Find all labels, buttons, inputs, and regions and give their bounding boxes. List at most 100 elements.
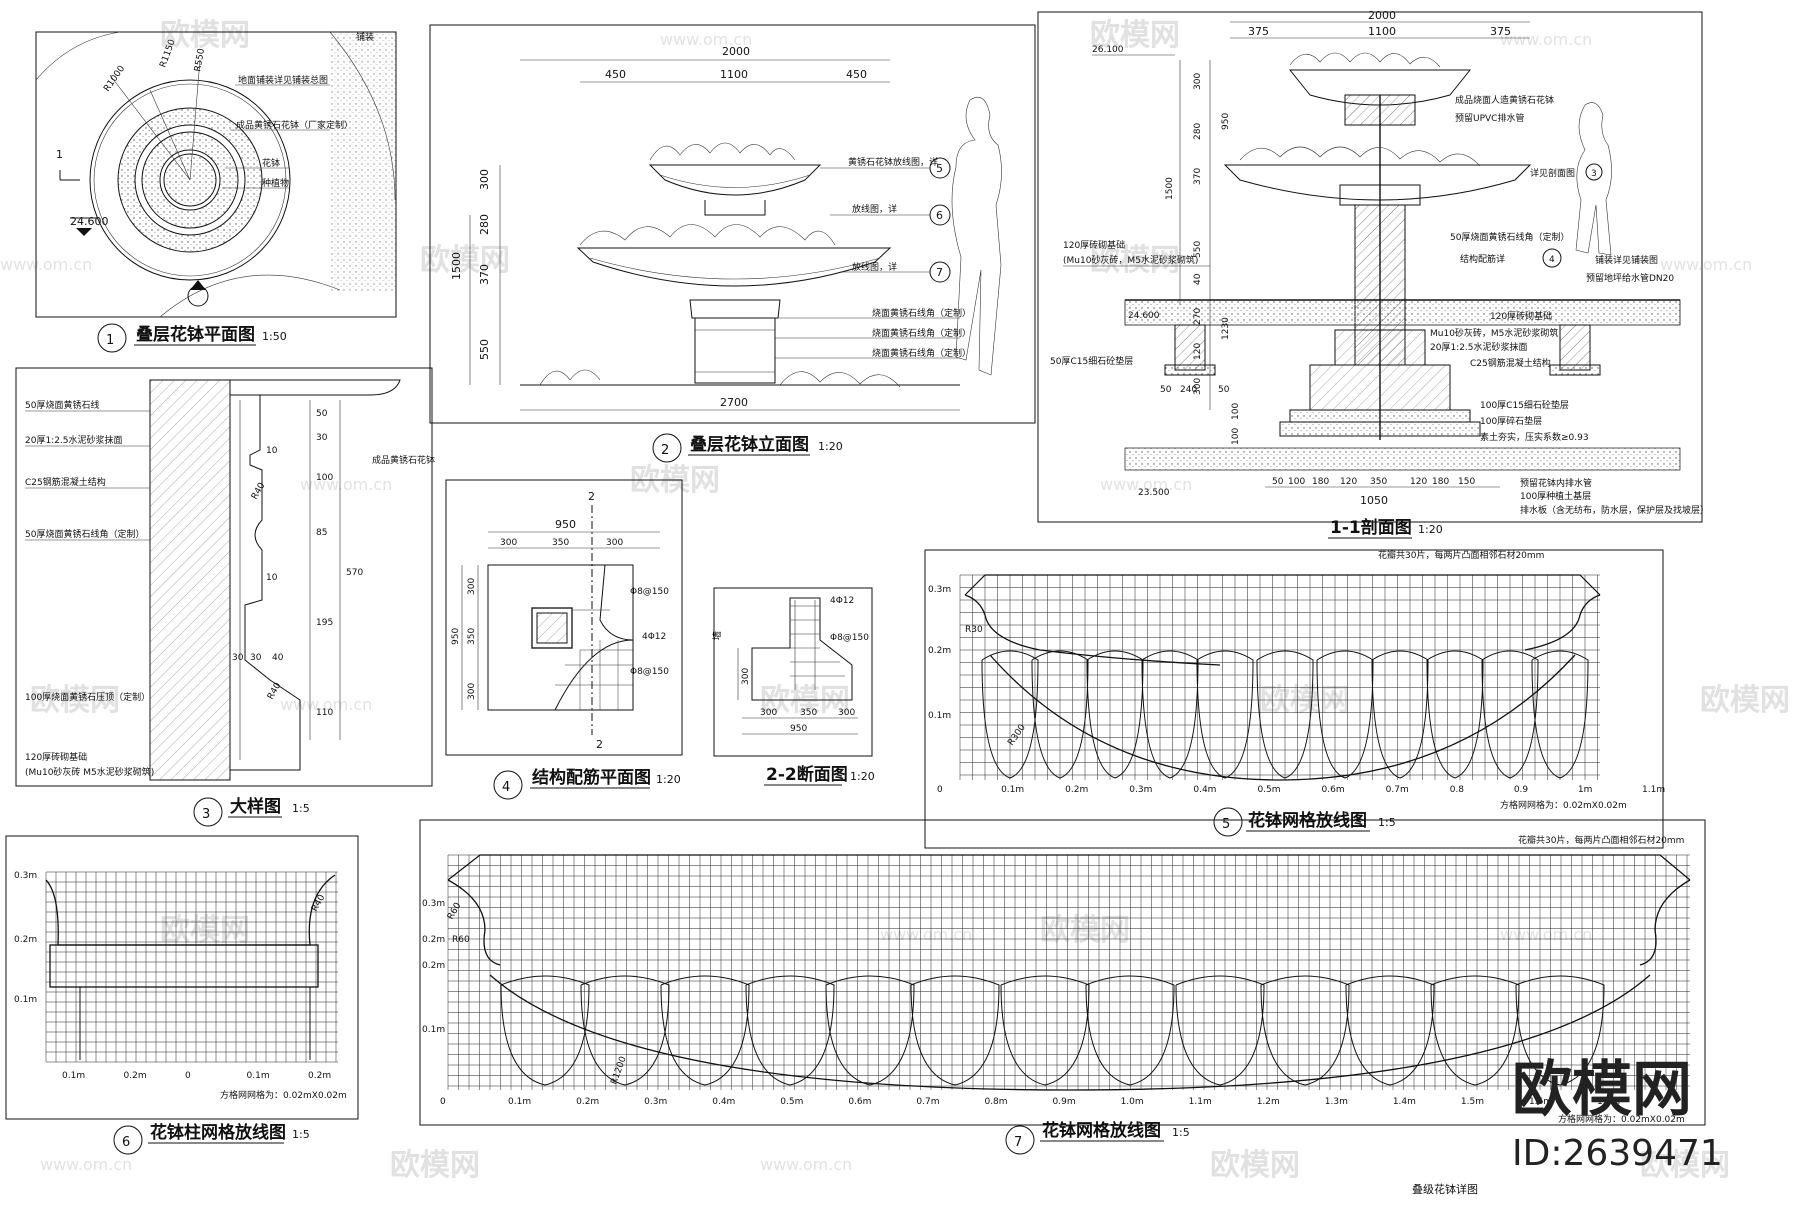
sec-dim-v4: 550 [1193, 241, 1203, 258]
watermark-text: 欧模网 [160, 913, 250, 948]
grid7-xtick: 1.6m [1529, 1097, 1552, 1107]
detail-d12: 40 [272, 653, 284, 663]
elev-dim-v2: 280 [478, 214, 491, 235]
watermark-text: 欧模网 [1090, 243, 1180, 278]
plan-section-mark: 1 [56, 148, 63, 161]
grid7-yticks: 0.3m0.2m0.2m0.1m [422, 899, 445, 1035]
sec-dim-w: 1050 [1360, 494, 1388, 507]
petal-shape [660, 975, 750, 1086]
watermark-url: www.om.cn [1100, 475, 1192, 494]
rebar-scale: 1:20 [656, 773, 681, 786]
grid7-xtick: 1.0m [1121, 1097, 1144, 1107]
grid5-scale: 1:5 [1378, 816, 1396, 829]
detail-number: 3 [202, 807, 210, 822]
grid5-ytick: 0.2m [928, 646, 951, 656]
sec22-d5: 950 [790, 724, 807, 734]
grid7-note: 花瓣共30片，每两片凸面相邻石材20mm [1518, 834, 1684, 846]
elev-note-6: 烧面黄锈石线角（定制） [872, 347, 971, 359]
rebar-label-2: 4Φ12 [642, 632, 666, 642]
sec-note-12: 20厚1:2.5水泥砂浆抹面 [1430, 341, 1528, 353]
elev-title: 叠层花钵立面图 [690, 434, 809, 455]
grid7-petals [500, 975, 1605, 1086]
sec-dim-a: 375 [1248, 25, 1269, 38]
sec22-d3: 350 [800, 708, 817, 718]
sec-dim-v3: 370 [1193, 168, 1203, 185]
elevation-frame [429, 24, 1036, 424]
elev-callout-5: 5 [936, 162, 943, 175]
rebar-dim-c: 300 [606, 538, 623, 548]
grid6-xtick: 0 [185, 1071, 191, 1081]
section-human-icon [1575, 102, 1612, 256]
grid6-number: 6 [122, 1135, 130, 1150]
grid7-xtick: 0.8m [984, 1097, 1007, 1107]
grid5-grid-note: 方格网网格为：0.02mX0.02m [1500, 799, 1627, 811]
sec-note-14: 50厚C15细石砼垫层 [1050, 355, 1133, 367]
grid5-xtick: 0.2m [1065, 785, 1088, 795]
grid5-xtick: 0.7m [1386, 785, 1409, 795]
rebar-title: 结构配筋平面图 [532, 767, 651, 788]
grid5-xtick: 1.1m [1642, 785, 1665, 795]
sec-note-1: 成品烧面人造黄锈石花钵 [1455, 94, 1554, 106]
grid7-xtick: 0.6m [848, 1097, 871, 1107]
grid5-xtick: 0.5m [1257, 785, 1280, 795]
sec-dim-top: 2000 [1368, 9, 1396, 22]
plan-number-circle [97, 323, 127, 353]
detail-scale: 1:5 [292, 802, 310, 815]
brand-id: ID:2639471 [1512, 1133, 1723, 1174]
rebar-sec-bottom: 2 [596, 738, 603, 751]
plan-paving-fill [330, 32, 396, 292]
rebar-number: 4 [502, 780, 510, 795]
detail-label-8: 成品黄锈石花钵 [372, 454, 435, 466]
sec-dim-v7: 40 [1193, 273, 1203, 285]
panel-rebar-plan: 950 300 350 300 2 2 950 300 350 300 Φ8@1… [445, 479, 683, 800]
grid6-frame [5, 835, 359, 1120]
grid6-ytick: 0.2m [14, 935, 37, 945]
elev-note-5: 烧面黄锈石线角（定制） [872, 327, 971, 339]
detail-label-1: 50厚烧面黄锈石线 [25, 399, 99, 411]
sec-note-16: 100厚碎石垫层 [1480, 415, 1542, 427]
detail-d7: 570 [346, 568, 363, 578]
rebar-dim-h: 950 [451, 628, 461, 645]
petal-shape [1426, 650, 1484, 779]
petal-shape [1531, 650, 1589, 779]
grid5-mesh [959, 574, 1600, 780]
grid5-xtick: 0.8 [1450, 785, 1465, 795]
elev-callout-7: 7 [936, 266, 943, 279]
sec-note-3: 详见剖面图 [1530, 167, 1575, 179]
detail-d8: 10 [266, 446, 278, 456]
grid7-xtick: 1.4m [1393, 1097, 1416, 1107]
grid5-note: 花瓣共30片，每两片凸面相邻石材20mm [1378, 549, 1544, 561]
panel-elevation: 2000 450 1100 450 300 280 370 550 1500 2… [429, 24, 1036, 463]
grid6-yticks: 0.3m0.2m0.1m [14, 871, 37, 1005]
elev-dim-b: 1100 [720, 68, 748, 81]
grid5-yticks: 0.3m0.2m0.1m [928, 585, 951, 721]
panel-detail: 50 30 100 85 195 110 570 10 10 30 30 40 … [15, 367, 435, 827]
watermark-text: 欧模网 [30, 683, 120, 718]
petal-shape [1316, 650, 1374, 779]
level-marker-icon [76, 228, 92, 236]
watermark-url: www.om.cn [300, 475, 392, 494]
petal-shape [1141, 650, 1199, 779]
elev-dim-v1: 300 [478, 169, 491, 190]
grid7-xtick: 0.7m [916, 1097, 939, 1107]
watermark-url: www.om.cn [1500, 30, 1592, 49]
plan-note-paving: 地面铺装详见铺装总图 [238, 74, 328, 86]
sec-note-15: 100厚C15细石砼垫层 [1480, 399, 1569, 411]
sec-dim-v1: 300 [1193, 73, 1203, 90]
sec-dim-v2: 280 [1193, 123, 1203, 140]
plan-r1000: R1000 [102, 64, 127, 94]
elev-dim-v4: 550 [478, 339, 491, 360]
grid5-number: 5 [1222, 817, 1230, 832]
elev-dim-v3: 370 [478, 264, 491, 285]
elev-note-1: 黄锈石花钵放线图，详 [848, 156, 938, 168]
sec-note-11: Mu10砂灰砖，M5水泥砂浆砌筑 [1430, 327, 1558, 339]
sec-note-10: 120厚砖砌基础 [1490, 310, 1552, 322]
human-figure-icon [951, 96, 1002, 376]
petal-shape [981, 650, 1039, 779]
sec-note-19: 100厚种植土基层 [1520, 490, 1591, 502]
sec-h1: 50 [1160, 385, 1172, 395]
grid7-frame [419, 819, 1706, 1126]
sec-dim-v13: 100 [1231, 428, 1241, 445]
watermark-text: 欧模网 [1090, 18, 1180, 53]
